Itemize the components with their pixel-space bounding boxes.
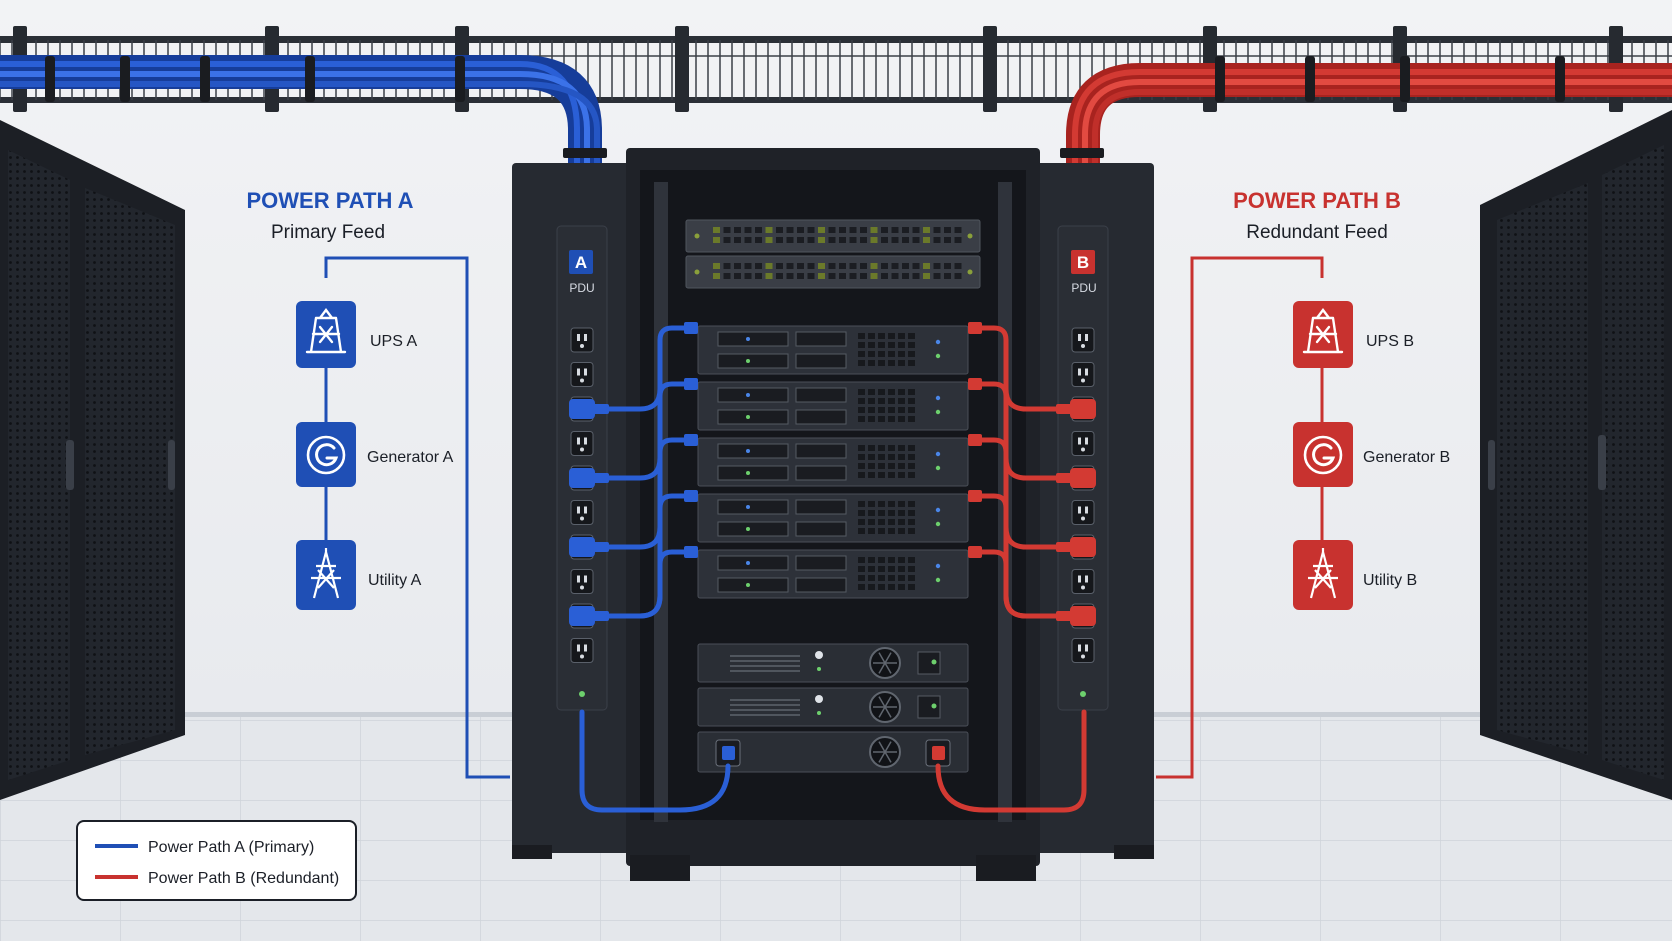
ups-b-label: UPS B	[1366, 333, 1414, 350]
pdu-b-label: PDU	[1071, 281, 1096, 295]
path-b-title: POWER PATH B	[1233, 188, 1401, 213]
utility-a-label: Utility A	[368, 572, 422, 589]
utility-b-label: Utility B	[1363, 572, 1417, 589]
generator-b-node: Generator B	[1293, 422, 1450, 487]
pdu-a: A PDU	[556, 225, 609, 711]
ups-b-node: UPS B	[1293, 301, 1414, 368]
generator-b-label: Generator B	[1363, 449, 1450, 466]
pdu-b: B PDU	[1056, 225, 1109, 711]
path-b-overhead-cables	[1066, 63, 1672, 182]
legend-label-path-a: Power Path A (Primary)	[148, 839, 314, 856]
generator-a-label: Generator A	[367, 449, 454, 466]
legend: Power Path A (Primary) Power Path B (Red…	[76, 820, 357, 901]
utility-tower-icon	[1308, 548, 1338, 599]
pdu-a-letter: A	[575, 253, 587, 272]
utility-tower-icon	[311, 548, 341, 599]
ups-a-node: UPS A	[296, 301, 417, 368]
path-b-feed-line	[1156, 256, 1324, 779]
pdu-a-label: PDU	[569, 281, 594, 295]
right-side-racks	[1480, 110, 1672, 800]
pdu-b-letter: B	[1077, 253, 1089, 272]
ups-a-label: UPS A	[370, 333, 417, 350]
left-side-racks	[0, 120, 185, 800]
generator-icon	[306, 435, 346, 475]
ups-icon	[1302, 308, 1344, 354]
pdu-a-badge	[569, 250, 593, 274]
utility-a-node: Utility A	[296, 540, 422, 610]
path-a-feed-line	[324, 256, 510, 779]
ups-icon	[305, 308, 347, 354]
legend-label-path-b: Power Path B (Redundant)	[148, 870, 339, 887]
path-a-subtitle: Primary Feed	[271, 222, 385, 243]
path-b-patch-cords	[935, 322, 1087, 813]
path-b-subtitle: Redundant Feed	[1246, 222, 1388, 243]
path-a-overhead-cables	[0, 55, 602, 182]
path-a-title: POWER PATH A	[246, 188, 413, 213]
path-a-patch-cords	[579, 322, 731, 813]
generator-icon	[1303, 435, 1343, 475]
pdu-b-badge	[1071, 250, 1095, 274]
network-switches	[685, 219, 981, 289]
generator-a-node: Generator A	[296, 422, 454, 487]
servers	[697, 325, 969, 773]
utility-b-node: Utility B	[1293, 540, 1417, 610]
